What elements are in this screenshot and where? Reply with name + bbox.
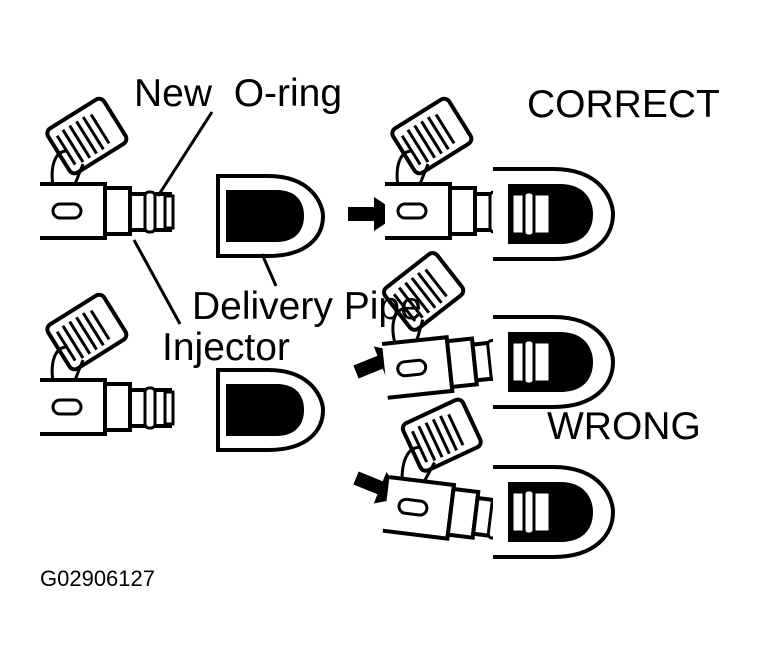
- assembled-wrong-upper: [491, 315, 615, 409]
- delivery-pipe-bottom: [216, 368, 325, 452]
- label-new-oring: New O-ring: [134, 72, 342, 115]
- injector-bottom: [38, 290, 175, 436]
- label-correct: CORRECT: [527, 83, 720, 126]
- label-injector: Injector: [162, 326, 290, 369]
- label-wrong: WRONG: [547, 405, 701, 448]
- leader-delivery-pipe: [260, 253, 278, 287]
- assembled-wrong-lower: [491, 465, 615, 559]
- assembled-correct: [491, 167, 615, 261]
- leader-oring: [156, 111, 214, 197]
- label-delivery-pipe: Delivery Pipe: [192, 285, 422, 328]
- delivery-pipe-top: [216, 174, 325, 258]
- injector-top: [38, 94, 175, 240]
- figure-code: G02906127: [40, 566, 155, 591]
- leader-injector: [132, 239, 182, 325]
